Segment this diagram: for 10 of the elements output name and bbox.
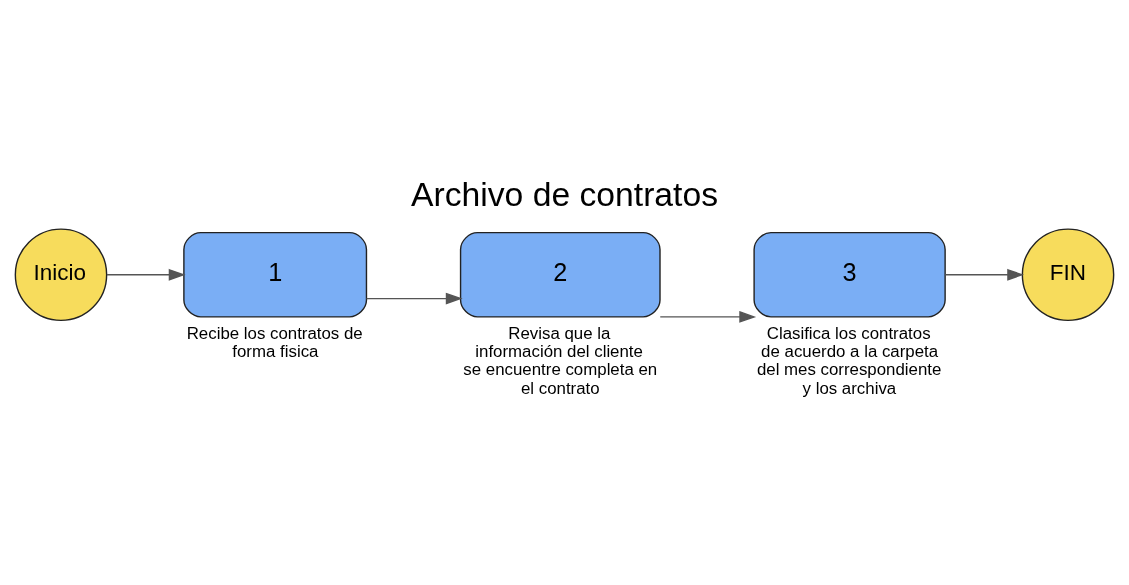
arrow: [944, 268, 1025, 281]
arrow: [659, 310, 757, 323]
node-circle: FIN: [1021, 227, 1115, 321]
node-label: Clasifica los contratos de acuerdo a la carpeta del mes correspondiente y los archiva: [756, 323, 942, 398]
node-circle: Inicio: [14, 227, 108, 321]
arrow: [365, 292, 463, 304]
arrow: [106, 268, 186, 281]
node-label: Revisa que la información del cliente se encuentre completa en el contrato: [463, 323, 658, 398]
node-label: Recibe los contratos de forma fisica: [186, 323, 363, 361]
diagram-title: Archivo de contratos: [410, 174, 719, 213]
